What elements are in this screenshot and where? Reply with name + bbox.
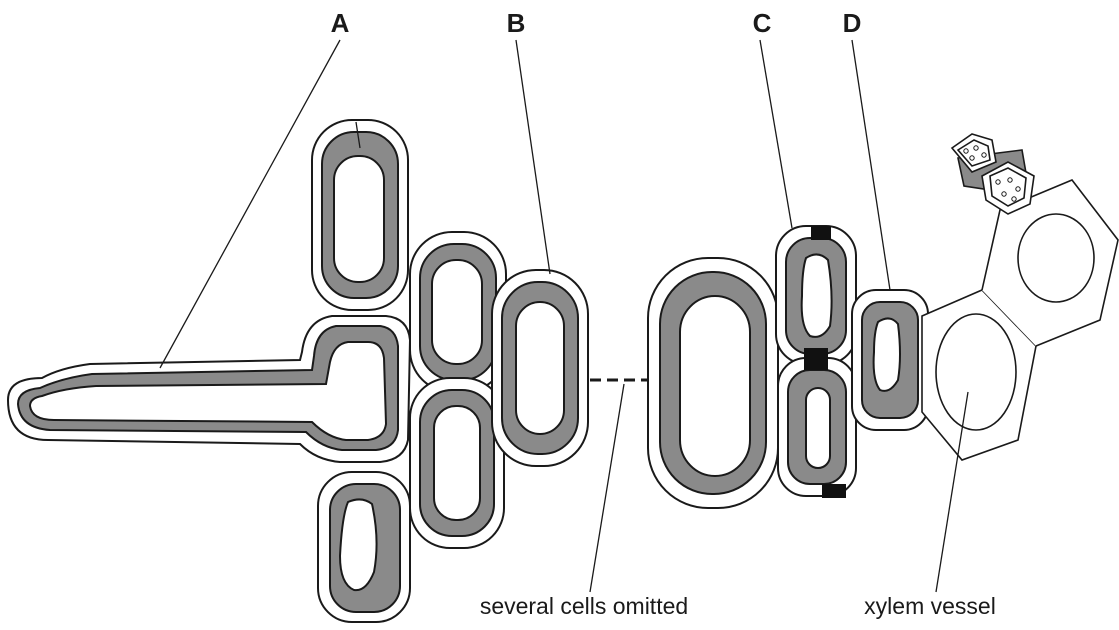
- cortex-cell-b: [492, 270, 588, 466]
- label-d: D: [843, 8, 862, 38]
- casparian-strip-middle: [804, 348, 828, 370]
- cortex-cell-top: [312, 120, 408, 310]
- endodermis-cell-lower: [778, 348, 856, 498]
- pericycle-cell-d: [852, 290, 928, 430]
- xylem-vessel-upper: [1018, 214, 1094, 302]
- cortex-cell-bottom: [318, 472, 410, 622]
- leader-line-omitted: [590, 384, 624, 592]
- casparian-strip-bottom: [822, 484, 846, 498]
- endodermis-cell-upper: [776, 226, 856, 364]
- caption-several-cells-omitted: several cells omitted: [480, 593, 688, 619]
- root-hair-cell: [8, 316, 410, 462]
- label-a: A: [331, 8, 350, 38]
- label-c: C: [753, 8, 772, 38]
- label-b: B: [507, 8, 526, 38]
- casparian-strip-top: [811, 226, 831, 240]
- caption-xylem-vessel: xylem vessel: [864, 593, 996, 619]
- cortex-cell-mid-lower: [410, 378, 504, 548]
- leader-line-d: [852, 40, 890, 290]
- xylem-vessel-lower: [936, 314, 1016, 430]
- phloem-cluster: [952, 134, 1034, 214]
- cortex-cell-large: [648, 258, 778, 508]
- leader-line-b: [516, 40, 550, 274]
- leader-line-c: [760, 40, 792, 228]
